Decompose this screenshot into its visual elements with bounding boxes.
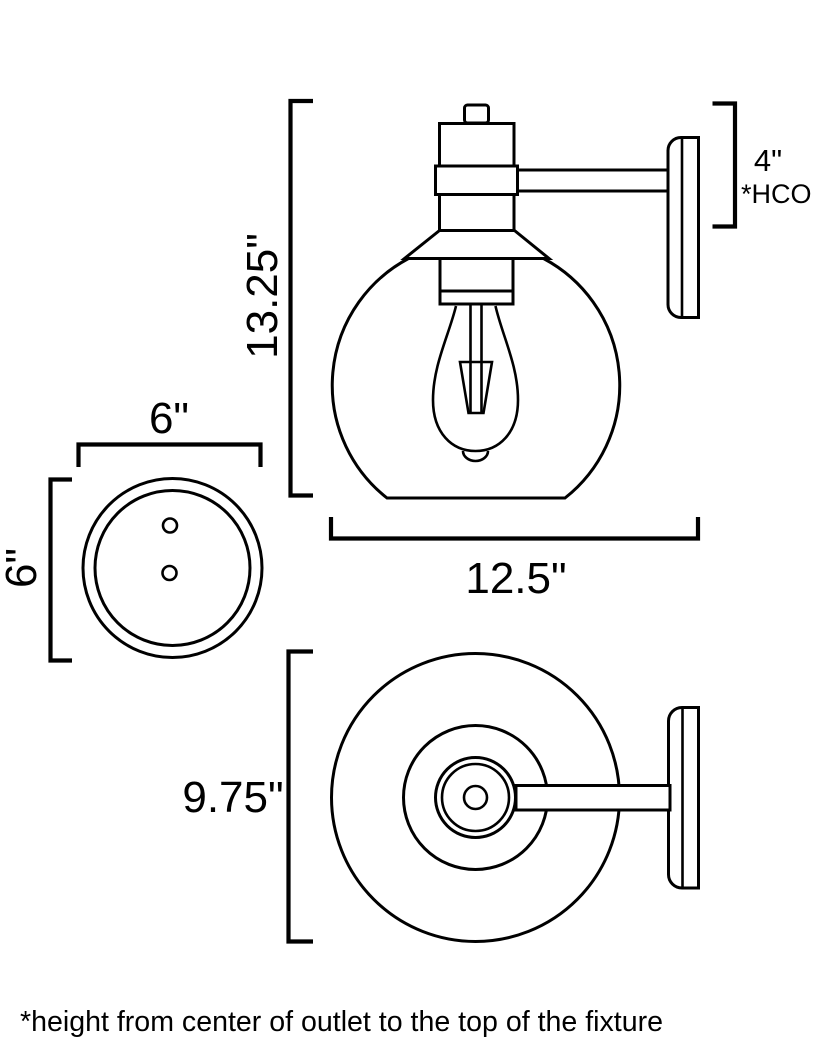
label-hco-note: *HCO	[741, 179, 812, 209]
upper-body	[438, 122, 516, 168]
label-overall-depth: 12.5"	[465, 554, 566, 603]
label-overall-height: 13.25"	[238, 233, 287, 359]
fitter-ring-inner	[440, 762, 511, 833]
label-fixture-width: 9.75"	[182, 773, 283, 822]
bracket-fixture-width	[286, 649, 313, 944]
backplate-outer-circle	[81, 477, 264, 659]
label-backplate-height: 6"	[0, 548, 46, 588]
footnote-text: *height from center of outlet to the top…	[20, 1006, 663, 1038]
socket-cup	[438, 258, 515, 306]
filament-fork	[458, 360, 494, 415]
bracket-overall-depth	[328, 517, 701, 541]
bracket-hco-height	[712, 101, 738, 229]
collar-band	[434, 164, 519, 196]
socket-neck	[438, 193, 516, 232]
bracket-overall-height	[288, 98, 313, 498]
mounting-hole-bottom	[161, 564, 178, 582]
edison-bulb-glass	[431, 305, 520, 453]
top-view	[330, 652, 700, 943]
globe-shade-outline	[330, 257, 622, 500]
finial-top-circle	[462, 784, 489, 811]
dimension-brackets	[48, 98, 738, 944]
shade-holder-cone	[400, 229, 554, 260]
bracket-backplate-height	[48, 477, 72, 663]
backplate-inner-circle	[93, 489, 252, 647]
mounting-arm-top	[514, 784, 672, 812]
backplate-front-view	[81, 477, 264, 659]
label-arm-height: 4"	[754, 143, 782, 178]
mounting-hole-top	[161, 517, 179, 534]
bulb-stem	[469, 304, 483, 413]
side-view	[330, 103, 700, 500]
mounting-arm-side	[517, 168, 668, 193]
label-backplate-width: 6"	[149, 394, 189, 443]
finial-knob	[463, 103, 490, 125]
dimension-labels: 13.25" 4" *HCO 12.5" 6" 6" 9.75"	[0, 143, 812, 822]
bracket-backplate-width	[76, 442, 263, 467]
fitter-ring-outer	[434, 756, 517, 839]
bulb-base-nub	[461, 450, 490, 463]
